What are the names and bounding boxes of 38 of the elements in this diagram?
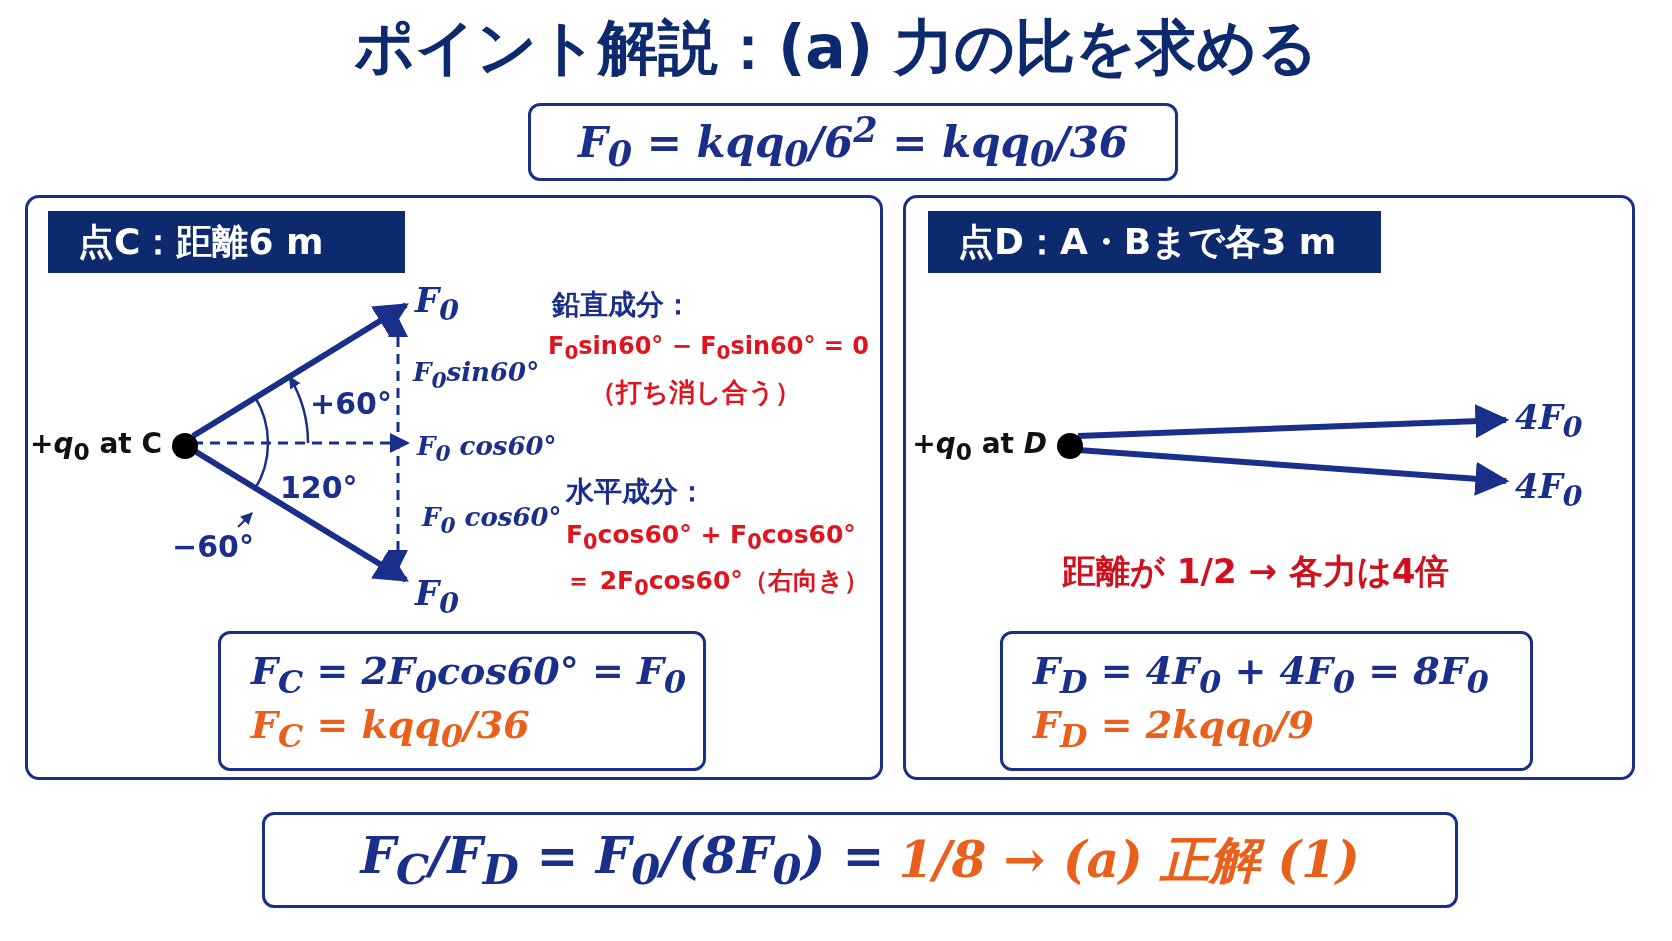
panel-frame bbox=[25, 195, 883, 780]
formula-text: F$_{C}$ = kqq$_{0}$/36 bbox=[251, 702, 530, 754]
heading-band: 点C：距離6 m bbox=[48, 211, 405, 273]
section-heading: 水平成分： bbox=[566, 474, 706, 510]
note-text: 距離が 1/2 → 各力は4倍 bbox=[1062, 550, 1450, 593]
arrow bbox=[388, 317, 408, 570]
formula-text: 1/8 → (a) 正解 (1) bbox=[898, 828, 1360, 891]
force-label: 4F$_{0}$ bbox=[1515, 395, 1583, 439]
equation-text: F$_{0}$cos60° + F$_{0}$cos60° bbox=[566, 520, 856, 554]
formula-text: F$_{C}$ = 2F$_{0}$cos60° = F$_{0}$ bbox=[251, 648, 686, 700]
force-label: 4F$_{0}$ bbox=[1515, 464, 1583, 508]
component-label: F$_{0}$ cos60° bbox=[422, 502, 562, 538]
section-heading: 鉛直成分： bbox=[552, 287, 692, 323]
formula-text: F$_{D}$ = 2kqq$_{0}$/9 bbox=[1033, 702, 1314, 754]
arrow bbox=[1077, 404, 1510, 439]
force-label: F$_{0}$ bbox=[415, 278, 459, 322]
component-label: F$_{0}$sin60° bbox=[413, 357, 540, 393]
answer-box bbox=[262, 812, 1458, 908]
force-label: F$_{0}$ bbox=[415, 571, 459, 615]
charge-label: +q$_{0}$ at D bbox=[912, 426, 1047, 466]
force-label: F$_{0}$ cos60° bbox=[417, 426, 557, 466]
heading-band: 点D：A・Bまで各3 m bbox=[928, 211, 1381, 273]
equation-text: ＝ 2F$_{0}$cos60°（右向き） bbox=[566, 565, 869, 600]
title-text: ポイント解説：(a) 力の比を求める bbox=[352, 11, 1320, 84]
angle-label: −60° bbox=[172, 528, 254, 564]
formula-box bbox=[218, 631, 706, 771]
panel-frame bbox=[903, 195, 1635, 780]
equation-text: F$_{0}$sin60° − F$_{0}$sin60° = 0 bbox=[548, 331, 869, 365]
formula-text: F$_{D}$ = 4F$_{0}$ + 4F$_{0}$ = 8F$_{0}$ bbox=[1033, 648, 1489, 700]
formula-text: F$_{0}$ = kqq$_{0}$/6$^{2}$ = kqq$_{0}$/36 bbox=[577, 109, 1129, 175]
charge-label: +q$_{0}$ at C bbox=[29, 426, 162, 466]
formula-box bbox=[1000, 631, 1533, 771]
formula-text: F$_{C}$/F$_{D}$ = F$_{0}$/(8F$_{0}$) = bbox=[360, 826, 885, 894]
angle-label: +60° bbox=[310, 385, 392, 421]
angle-label: 120° bbox=[280, 469, 358, 505]
formula-box bbox=[528, 103, 1178, 181]
arrow bbox=[191, 302, 409, 439]
note-text: （打ち消し合う） bbox=[590, 375, 801, 409]
